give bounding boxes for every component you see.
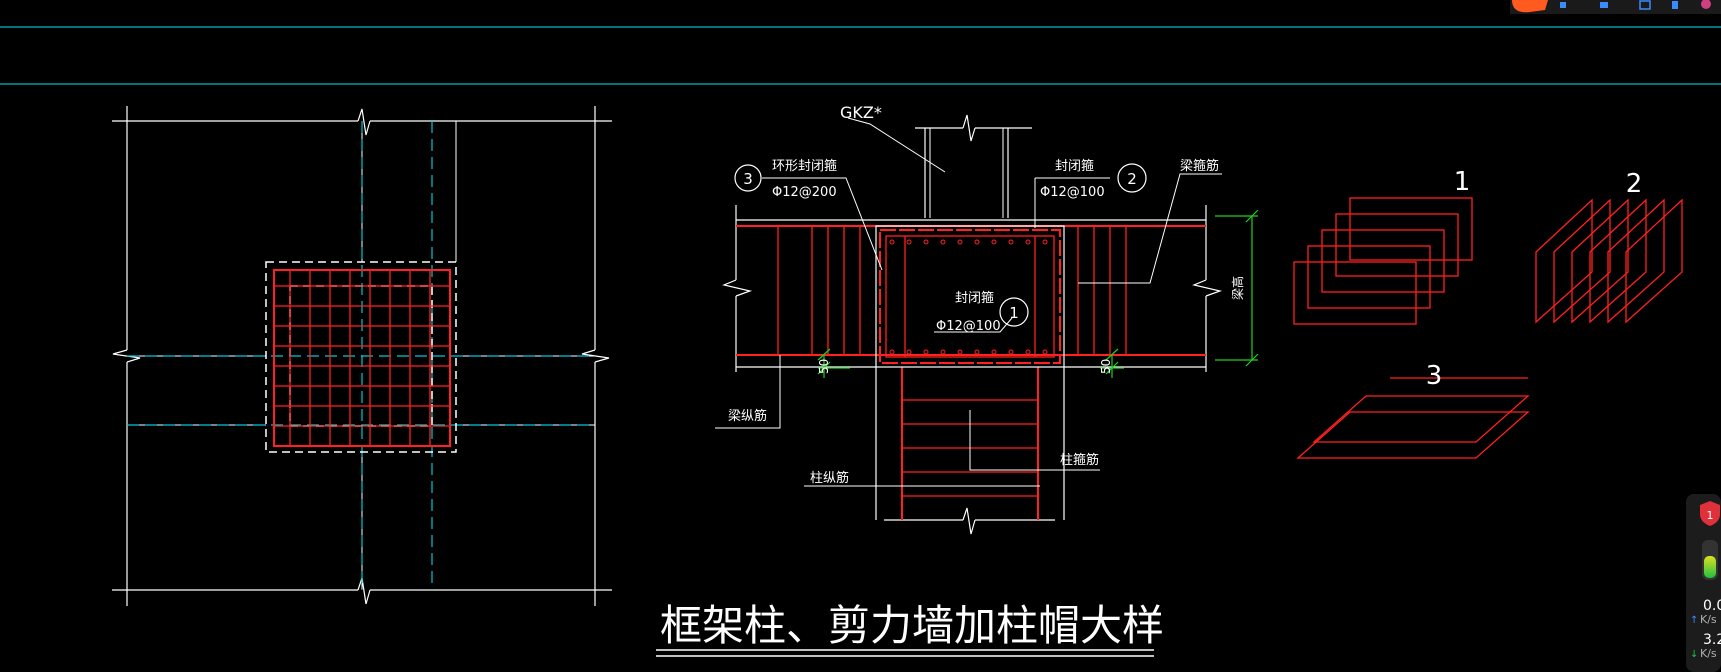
break-line-icon [357, 577, 371, 605]
rebar-dot [991, 239, 997, 245]
rebar-dot [940, 349, 946, 355]
section-view: GKZ* 3 环形封闭箍 Φ12@200 2 封闭箍 Φ12@100 梁箍筋 1… [715, 103, 1259, 535]
dim-left-label: 50 [817, 359, 831, 374]
upload-value: 0.0 [1703, 598, 1721, 614]
rebar-dot [1025, 349, 1031, 355]
monitor-badge-count: 1 [1707, 509, 1714, 522]
iso-view [1293, 197, 1683, 459]
tray-icon-d [1672, 1, 1678, 9]
tray-icon-c [1639, 0, 1651, 10]
break-line-icon [581, 349, 610, 363]
iso-plane [1571, 198, 1629, 324]
iso-label-1: 1 [1454, 167, 1471, 197]
rebar-dot [889, 239, 895, 245]
center-name: 封闭箍 [955, 290, 994, 306]
iso-ring [1335, 213, 1459, 277]
arrow-down-icon: ↓ [1690, 649, 1698, 660]
center-no: 1 [1009, 304, 1019, 322]
tray-icon-b [1600, 2, 1608, 8]
closed-stirrup-top-spec: Φ12@100 [1040, 185, 1105, 200]
dim-right-label: 50 [1099, 359, 1113, 374]
tray-icon-e [1701, 0, 1711, 9]
rebar-dot [923, 349, 929, 355]
iso-plane [1589, 198, 1647, 324]
column-label: GKZ* [840, 103, 882, 122]
drawing-title: 框架柱、剪力墙加柱帽大样 [660, 601, 1164, 650]
center-spec: Φ12@100 [936, 319, 1001, 334]
break-line-icon [1192, 279, 1223, 297]
column-long-bar-label: 柱纵筋 [810, 470, 849, 486]
dimension-lines [817, 209, 1259, 378]
iso-plane [1553, 198, 1611, 324]
network-monitor[interactable]: 1 0.0 ↑ K/s 3.2 ↓ K/s [1686, 494, 1721, 672]
rebar-dot [1025, 239, 1031, 245]
break-line-icon [722, 279, 753, 297]
break-line-icon [962, 114, 976, 142]
tray-app-icon [1512, 0, 1548, 13]
break-line-icon [962, 507, 976, 535]
rebar-dot [957, 239, 963, 245]
beam-stirrup-label: 梁箍筋 [1180, 158, 1219, 174]
iso-ring [1307, 245, 1431, 309]
download-unit: K/s [1700, 647, 1717, 660]
rebar-dot [1042, 349, 1048, 355]
rebar-dot [923, 239, 929, 245]
frame-lines [0, 26, 1721, 85]
beam-long-bar-label: 梁纵筋 [728, 408, 767, 424]
rebar-dot [906, 349, 912, 355]
shield-icon [1700, 501, 1720, 526]
iso-ring [1321, 229, 1445, 293]
rebar-dot [1042, 239, 1048, 245]
column-stirrup-label: 柱箍筋 [1060, 452, 1099, 468]
rebar-dot [1008, 239, 1014, 245]
tray-icon-a [1560, 2, 1566, 8]
rebar-dot [940, 239, 946, 245]
rebar-dot [889, 349, 895, 355]
iso-plane [1535, 198, 1593, 324]
iso-label-3: 3 [1426, 361, 1443, 391]
download-value: 3.2 [1703, 632, 1721, 648]
arrow-up-icon: ↑ [1690, 615, 1698, 626]
break-line-icon [112, 349, 141, 363]
rebar-dot [957, 349, 963, 355]
rebar-dot [974, 239, 980, 245]
ring-stirrup-no: 3 [743, 170, 753, 188]
iso-plane [1607, 198, 1665, 324]
rebar-dot [1008, 349, 1014, 355]
dim-height-label: 梁高 [1230, 276, 1245, 300]
rebar-dot [991, 349, 997, 355]
upload-unit: K/s [1700, 613, 1717, 626]
iso-label-2: 2 [1626, 169, 1643, 199]
rebar-dot [906, 239, 912, 245]
ring-stirrup-spec: Φ12@200 [772, 185, 837, 200]
rebar-dot [974, 349, 980, 355]
break-line-icon [357, 108, 371, 136]
tray-toolbar[interactable] [1510, 0, 1721, 14]
iso-ring [1293, 261, 1417, 325]
closed-stirrup-top-no: 2 [1127, 170, 1137, 188]
iso-plane [1625, 198, 1683, 324]
iso-ring [1349, 197, 1473, 261]
plan-view [112, 106, 612, 606]
closed-stirrup-top-name: 封闭箍 [1055, 158, 1094, 174]
ring-stirrup-name: 环形封闭箍 [772, 158, 837, 174]
